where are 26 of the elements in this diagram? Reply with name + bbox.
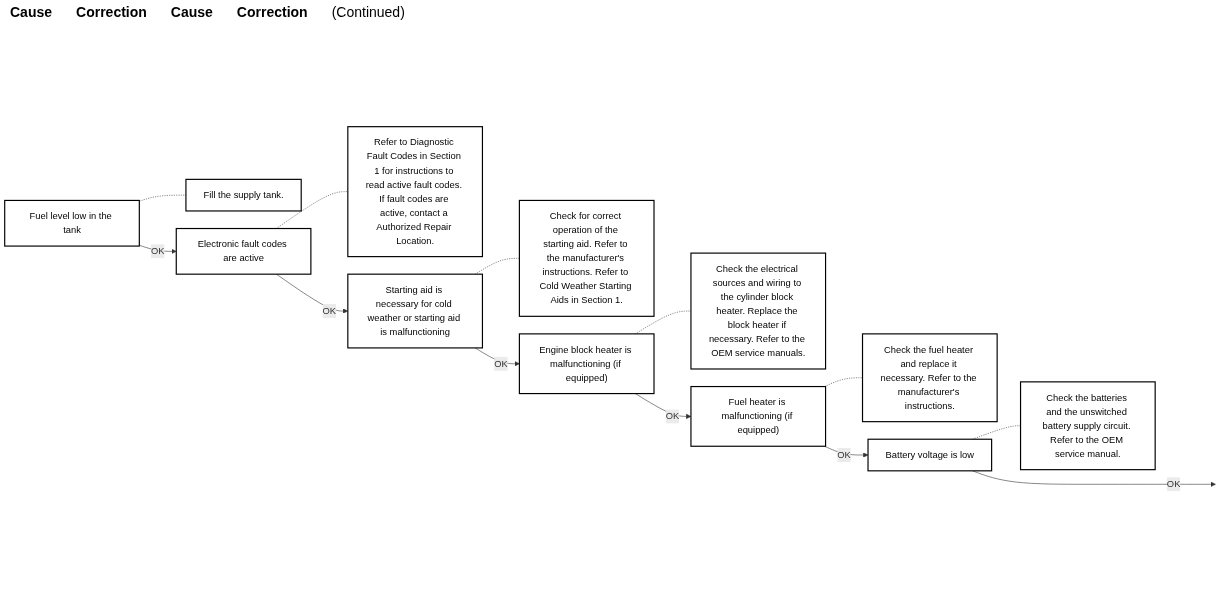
column-heading: Correction: [76, 4, 147, 20]
edge-label: OK: [494, 358, 508, 369]
column-heading: Correction: [236, 4, 308, 20]
node-box: Engine block heater is malfunctioning (if equipped): [518, 333, 655, 395]
connector: [824, 377, 863, 387]
node-box: Starting aid is necessary for cold weather or starting aid is malfunctioning: [347, 273, 484, 349]
edge-label: OK: [322, 305, 337, 316]
node-box: Check for correct operation of the starting aid. Refer to the manufacturer's instructions. Refer to Cold Weather Starting Aids in Section 1.: [518, 199, 655, 317]
edge-label: OK: [151, 246, 165, 257]
node-box: Fill the supply tank.: [185, 178, 302, 212]
node-box: Fuel heater is malfunctioning (if equipped): [690, 385, 827, 447]
edge-label: OK: [1166, 479, 1181, 489]
node-box: Check the batteries and the unswitched battery supply circuit. Refer to the OEM service manual.: [1019, 381, 1156, 471]
node-box: Refer to Diagnostic Fault Codes in Section 1 for instructions to read active fault codes. If fault codes are active, contact a Authorized Repair Location.: [347, 126, 484, 258]
edge-label: OK: [665, 411, 680, 422]
node-box: Check the electrical sources and wiring to the cylinder block heater. Replace the block heater if necessary. Refer to the OEM service manuals.: [690, 252, 827, 370]
connector: [474, 258, 520, 275]
connector: [972, 425, 1021, 440]
column-heading: Cause: [170, 4, 213, 20]
node-box: Battery voltage is low: [867, 438, 993, 472]
node-box: Check the fuel heater and replace it necessary. Refer to the manufacturer's instructions.: [861, 333, 998, 423]
edge-label: OK: [837, 449, 851, 460]
node-box: Electronic fault codes are active: [175, 227, 312, 275]
continuation-note: (Continued): [331, 4, 405, 20]
node-box: Fuel level low in the tank: [4, 199, 140, 247]
column-heading: Cause: [10, 4, 53, 20]
